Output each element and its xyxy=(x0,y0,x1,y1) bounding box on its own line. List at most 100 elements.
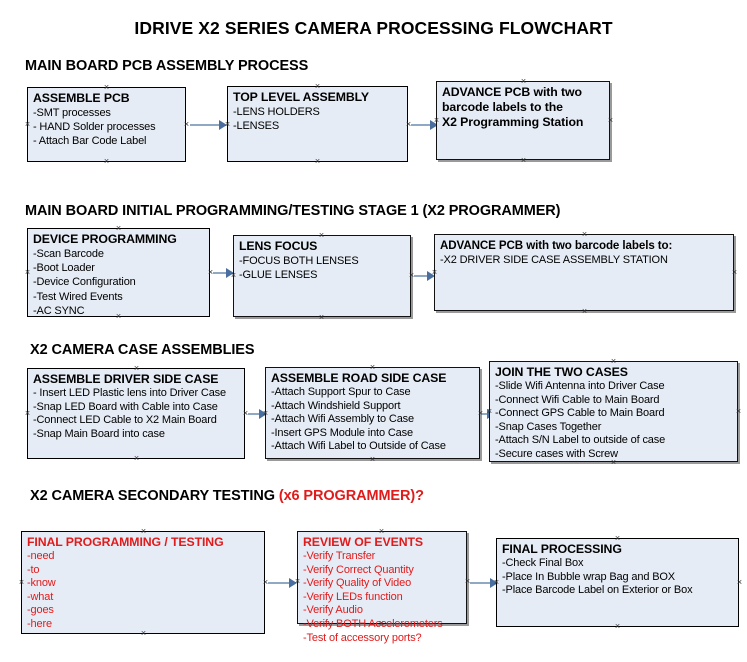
node-final-processing[interactable]: FINAL PROCESSING -Check Final Box -Place… xyxy=(496,538,739,627)
connection-handle-bottom[interactable] xyxy=(318,314,325,321)
section-heading-main-board-initial-programming: MAIN BOARD INITIAL PROGRAMMING/TESTING S… xyxy=(25,203,561,219)
connection-handle-left[interactable] xyxy=(230,272,237,279)
node-advance-pcb-to-x2-programming-station[interactable]: ADVANCE PCB with two barcode labels to t… xyxy=(436,81,610,160)
connection-handle-left[interactable] xyxy=(24,410,31,417)
node-assemble-road-side-case[interactable]: ASSEMBLE ROAD SIDE CASE -Attach Support … xyxy=(265,367,480,459)
connection-handle-bottom[interactable] xyxy=(115,313,122,320)
connection-handle-left[interactable] xyxy=(493,579,500,586)
connection-handle-right[interactable] xyxy=(183,121,190,128)
node-line: -X2 DRIVER SIDE CASE ASSEMBLY STATION xyxy=(440,254,668,266)
node-line: -Place In Bubble wrap Bag and BOX xyxy=(502,570,675,583)
node-line: -goes xyxy=(27,604,54,617)
node-line: -Boot Loader xyxy=(33,262,95,275)
connection-handle-bottom[interactable] xyxy=(133,455,140,462)
connection-handle-left[interactable] xyxy=(262,410,269,417)
node-line-overflow: -Test of accessory ports? xyxy=(303,631,422,644)
connection-handle-top[interactable] xyxy=(369,364,376,371)
node-line: -know xyxy=(27,577,56,590)
node-line: -Verify Audio xyxy=(303,604,363,617)
node-line: -Verify Quality of Video xyxy=(303,577,412,590)
connector-final-programming-to-review-of-events xyxy=(268,582,292,584)
node-title: ADVANCE PCB with two barcode labels to: xyxy=(440,239,673,252)
connection-handle-top[interactable] xyxy=(318,232,325,239)
connection-handle-top[interactable] xyxy=(314,83,321,90)
connection-handle-right[interactable] xyxy=(731,269,738,276)
connection-handle-right[interactable] xyxy=(607,117,614,124)
connection-handle-top[interactable] xyxy=(133,365,140,372)
section-heading-text: MAIN BOARD INITIAL PROGRAMMING/TESTING S… xyxy=(25,203,561,219)
node-line: -Snap LED Board with Cable into Case xyxy=(33,400,218,413)
connection-handle-bottom[interactable] xyxy=(581,308,588,315)
page-title: IDRIVE X2 SERIES CAMERA PROCESSING FLOWC… xyxy=(134,18,613,38)
connection-handle-left[interactable] xyxy=(24,269,31,276)
node-line: -to xyxy=(27,563,40,576)
connection-handle-right[interactable] xyxy=(736,579,743,586)
node-title: ADVANCE PCB with two xyxy=(442,85,582,99)
node-title: REVIEW OF EVENTS xyxy=(303,535,424,549)
connection-handle-bottom[interactable] xyxy=(314,158,321,165)
connection-handle-bottom[interactable] xyxy=(614,623,621,630)
connector-lens-focus-to-advance-pcb xyxy=(414,275,430,277)
connection-handle-top[interactable] xyxy=(115,225,122,232)
connection-handle-left[interactable] xyxy=(294,578,301,585)
connection-handle-left[interactable] xyxy=(486,408,493,415)
node-final-programming-testing[interactable]: FINAL PROGRAMMING / TESTING -need -to -k… xyxy=(21,531,265,634)
connection-handle-left[interactable] xyxy=(431,269,438,276)
node-title: FINAL PROCESSING xyxy=(502,542,622,556)
node-line: - Attach Bar Code Label xyxy=(33,135,147,148)
node-review-of-events[interactable]: REVIEW OF EVENTS -Verify Transfer -Verif… xyxy=(297,531,467,644)
node-title: ASSEMBLE PCB xyxy=(33,91,130,105)
node-title: FINAL PROGRAMMING / TESTING xyxy=(27,535,224,549)
node-line: -Slide Wifi Antenna into Driver Case xyxy=(495,380,665,392)
connection-handle-top[interactable] xyxy=(610,358,617,365)
connection-handle-bottom[interactable] xyxy=(520,157,527,164)
connection-handle-bottom[interactable] xyxy=(140,630,147,637)
node-line: -Verify Correct Quantity xyxy=(303,563,414,576)
node-lens-focus[interactable]: LENS FOCUS -FOCUS BOTH LENSES -GLUE LENS… xyxy=(233,235,411,317)
node-line: -here xyxy=(27,617,52,630)
node-line: -what xyxy=(27,590,54,603)
node-assemble-driver-side-case[interactable]: ASSEMBLE DRIVER SIDE CASE - Insert LED P… xyxy=(27,368,245,459)
node-join-the-two-cases[interactable]: JOIN THE TWO CASES -Slide Wifi Antenna i… xyxy=(489,361,738,462)
connection-handle-right[interactable] xyxy=(735,408,742,415)
connector-review-of-events-to-final-processing xyxy=(470,582,493,584)
node-line: -LENSES xyxy=(233,120,280,133)
connection-handle-top[interactable] xyxy=(378,528,385,535)
node-title: DEVICE PROGRAMMING xyxy=(33,232,177,246)
node-line: -Insert GPS Module into Case xyxy=(271,426,413,439)
node-line: -Place Barcode Label on Exterior or Box xyxy=(502,584,693,597)
section-heading-text: X2 CAMERA SECONDARY TESTING xyxy=(30,488,279,504)
node-device-programming[interactable]: DEVICE PROGRAMMING -Scan Barcode -Boot L… xyxy=(27,228,210,317)
connection-handle-left[interactable] xyxy=(24,121,31,128)
section-heading-text: X2 CAMERA CASE ASSEMBLIES xyxy=(30,342,255,358)
connection-handle-bottom[interactable] xyxy=(369,456,376,463)
node-line: -Verify LEDs function xyxy=(303,590,403,603)
node-title-line2: barcode labels to the xyxy=(442,100,563,114)
node-line: -Attach Support Spur to Case xyxy=(271,386,411,398)
section-heading-x2-camera-case-assemblies: X2 CAMERA CASE ASSEMBLIES xyxy=(30,342,255,358)
connection-handle-top[interactable] xyxy=(103,84,110,91)
connector-top-level-assembly-to-advance-pcb xyxy=(411,124,433,126)
section-heading-text: MAIN BOARD PCB ASSEMBLY PROCESS xyxy=(25,58,309,74)
connection-handle-top[interactable] xyxy=(520,78,527,85)
connection-handle-bottom[interactable] xyxy=(103,158,110,165)
section-heading-x2-camera-secondary-testing: X2 CAMERA SECONDARY TESTING (x6 PROGRAMM… xyxy=(30,488,424,504)
connection-handle-left[interactable] xyxy=(224,121,231,128)
connector-assemble-pcb-to-top-level-assembly xyxy=(190,124,222,126)
connection-handle-left[interactable] xyxy=(18,579,25,586)
connection-handle-top[interactable] xyxy=(614,535,621,542)
connection-handle-top[interactable] xyxy=(581,231,588,238)
node-line: -SMT processes xyxy=(33,107,111,119)
node-top-level-assembly[interactable]: TOP LEVEL ASSEMBLY -LENS HOLDERS -LENSES xyxy=(227,86,408,162)
node-assemble-pcb[interactable]: ASSEMBLE PCB -SMT processes - HAND Solde… xyxy=(27,87,186,162)
node-title: ASSEMBLE DRIVER SIDE CASE xyxy=(33,372,219,386)
connection-handle-bottom[interactable] xyxy=(610,459,617,466)
node-line: -Scan Barcode xyxy=(33,248,104,260)
section-heading-main-board-pcb-assembly: MAIN BOARD PCB ASSEMBLY PROCESS xyxy=(25,58,308,74)
node-advance-pcb-to-driver-side-case-station[interactable]: ADVANCE PCB with two barcode labels to: … xyxy=(434,234,734,311)
connection-handle-top[interactable] xyxy=(140,528,147,535)
node-line: -Connect GPS Cable to Main Board xyxy=(495,407,665,420)
connection-handle-bottom[interactable] xyxy=(378,620,385,627)
connection-handle-left[interactable] xyxy=(433,117,440,124)
